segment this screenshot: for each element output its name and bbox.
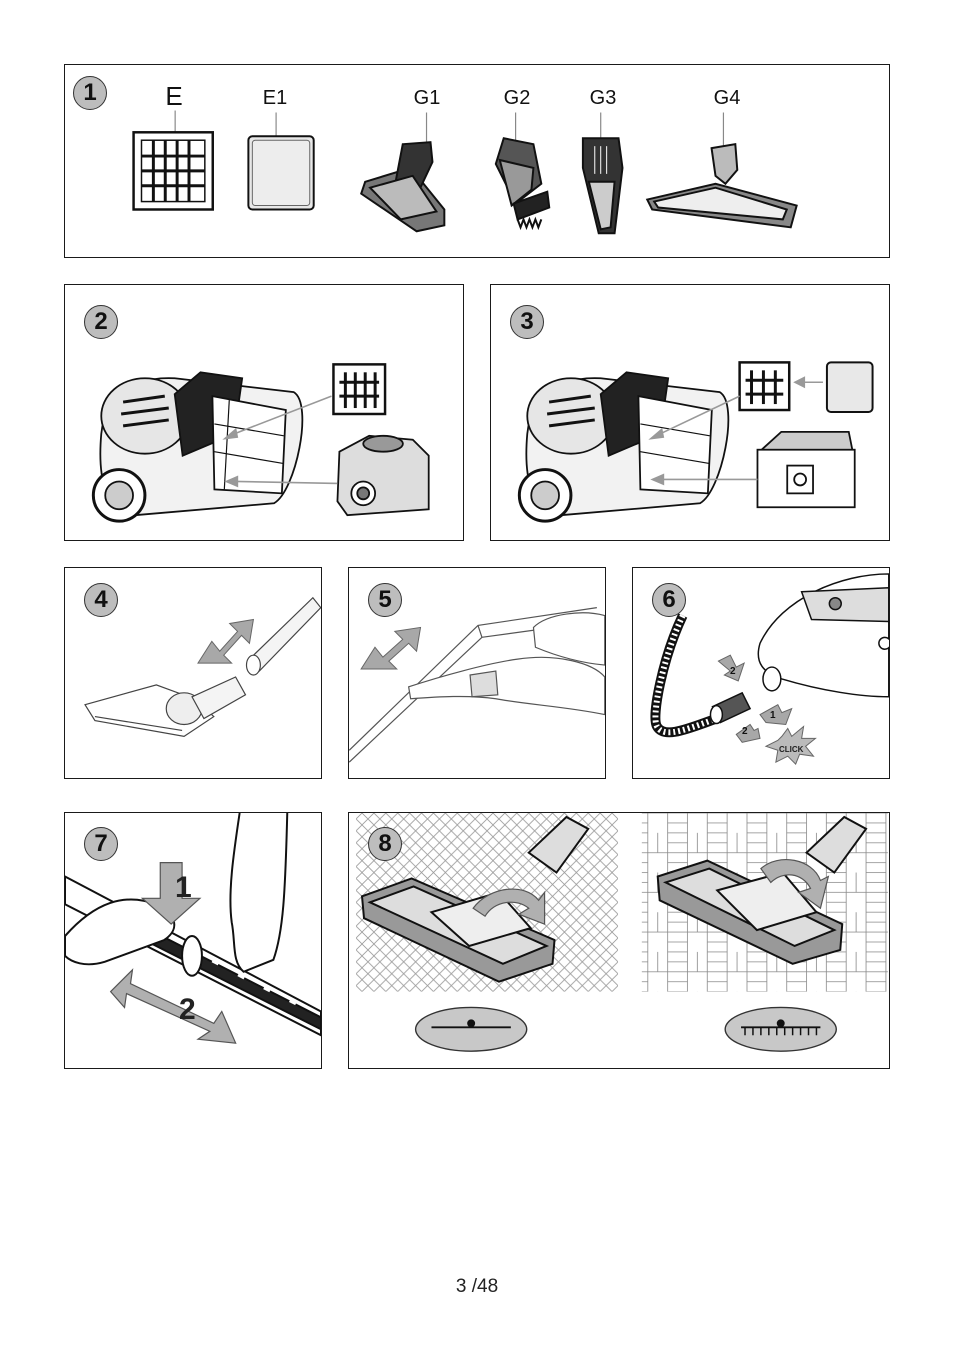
setting-carpet-symbol-icon: [416, 1007, 527, 1051]
dust-bag-icon: [757, 432, 854, 507]
step-badge: 3: [510, 305, 544, 339]
panel-1-accessories: 1 E E1 G1 G2 G3 G4: [64, 64, 890, 258]
panel-5-adjust-tube: 5: [348, 567, 606, 779]
label-g3: G3: [590, 87, 617, 110]
setting-hard-floor-symbol-icon: [725, 1007, 836, 1051]
panel-8-floor-setting: 8: [348, 812, 890, 1069]
floor-nozzle-g4-icon: [647, 144, 796, 227]
panel-7-telescopic-tube: 7 1 2: [64, 812, 322, 1069]
page-current: 3: [456, 1276, 467, 1297]
step-badge: 4: [84, 583, 118, 617]
filter-pad-icon: [827, 362, 873, 412]
crevice-g3-icon: [583, 138, 623, 233]
filter-grid-icon: [740, 362, 790, 410]
panel-6-connect-hose: 6 2 1 2 CLICK: [632, 567, 890, 779]
arrow-label-2a: 2: [730, 666, 736, 677]
label-e: E: [165, 81, 182, 112]
label-g2: G2: [504, 87, 531, 110]
page-total: 48: [477, 1276, 498, 1297]
step-badge: 8: [368, 827, 402, 861]
filter-e-icon: [134, 132, 213, 209]
arrow-label-1: 1: [770, 710, 776, 721]
bagless-vacuum-illustration: [65, 285, 463, 540]
double-arrow-icon: [361, 627, 420, 669]
step-label-1: 1: [175, 871, 192, 905]
floor-setting-illustration: [349, 813, 889, 1068]
nozzle-g1-icon: [361, 142, 444, 231]
page-number: 3 /48: [0, 1276, 954, 1298]
step-badge: 2: [84, 305, 118, 339]
brush-g2-icon: [496, 138, 549, 227]
label-e1: E1: [263, 87, 287, 110]
label-g4: G4: [714, 87, 741, 110]
filter-grid-icon: [333, 364, 385, 414]
label-g1: G1: [414, 87, 441, 110]
accessories-illustration: [65, 65, 889, 257]
panel-4-attach-nozzle: 4: [64, 567, 322, 779]
dust-container-icon: [337, 436, 428, 515]
arrow-label-2b: 2: [742, 726, 748, 737]
step-badge: 1: [73, 76, 107, 110]
click-label: CLICK: [779, 745, 803, 754]
step-badge: 6: [652, 583, 686, 617]
filter-e1-icon: [248, 136, 313, 209]
step-badge: 5: [368, 583, 402, 617]
panel-3-filter-bag: 3: [490, 284, 890, 541]
panel-2-filter-bagless: 2: [64, 284, 464, 541]
step-label-2: 2: [179, 993, 196, 1027]
step-badge: 7: [84, 827, 118, 861]
double-arrow-icon: [198, 620, 253, 664]
bag-vacuum-illustration: [491, 285, 889, 540]
